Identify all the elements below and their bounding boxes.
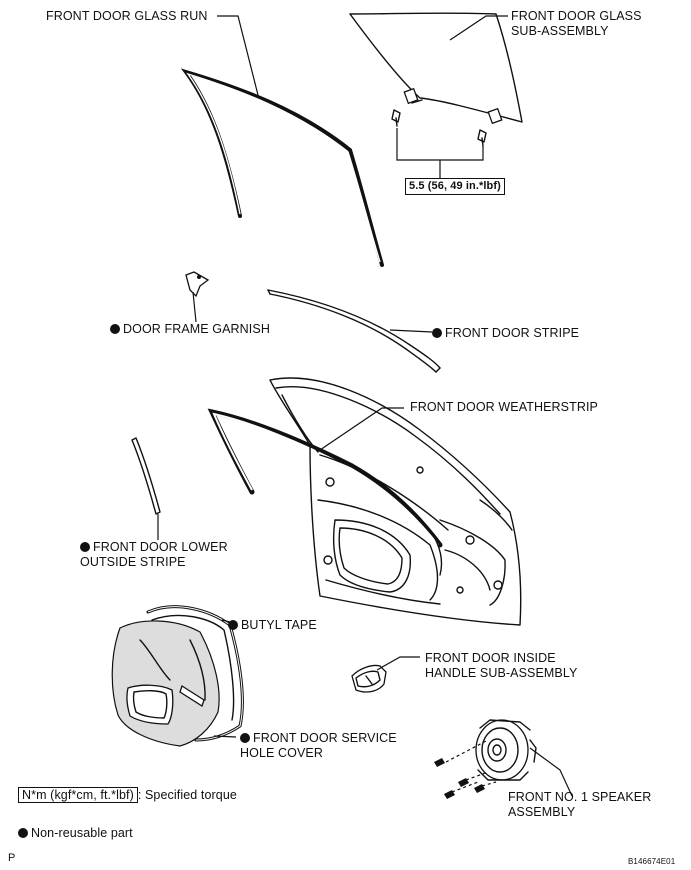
butyl-tape-part <box>146 605 244 742</box>
glass-run-leader <box>217 15 259 96</box>
speaker-leader <box>529 747 573 797</box>
legend-non-reusable: Non-reusable part <box>18 826 133 841</box>
label-service-hole-text: FRONT DOOR SERVICE HOLE COVER <box>240 731 397 760</box>
label-frame-garnish: DOOR FRAME GARNISH <box>110 322 270 337</box>
label-weatherstrip: FRONT DOOR WEATHERSTRIP <box>410 400 598 414</box>
lower-stripe-part <box>131 437 161 515</box>
non-reusable-dot-icon <box>432 328 442 338</box>
label-door-stripe: FRONT DOOR STRIPE <box>432 326 579 341</box>
door-stripe-part <box>267 289 441 373</box>
torque-value-box: 5.5 (56, 49 in.*lbf) <box>405 178 505 195</box>
non-reusable-dot-icon <box>80 542 90 552</box>
torque-bracket <box>396 128 484 161</box>
non-reusable-dot-icon <box>18 828 28 838</box>
service-hole-leader <box>213 735 237 738</box>
inside-handle-leader <box>376 656 420 671</box>
door-stripe-leader <box>389 329 433 333</box>
glass-sub-leader <box>449 15 508 41</box>
non-reusable-dot-icon <box>110 324 120 334</box>
inside-handle-part <box>351 664 387 693</box>
frame-garnish-part <box>185 271 210 298</box>
door-panel-part <box>269 377 522 626</box>
speaker-part <box>475 719 537 781</box>
weatherstrip-leader <box>319 407 404 451</box>
label-door-stripe-text: FRONT DOOR STRIPE <box>445 326 580 340</box>
label-lower-stripe: FRONT DOOR LOWER OUTSIDE STRIPE <box>80 540 228 570</box>
label-lower-stripe-text: FRONT DOOR LOWER OUTSIDE STRIPE <box>80 540 228 569</box>
label-butyl-tape-text: BUTYL TAPE <box>241 618 317 632</box>
glass-run-part <box>180 68 384 267</box>
label-butyl-tape: BUTYL TAPE <box>228 618 317 633</box>
service-hole-cover-part <box>111 620 220 747</box>
non-reusable-dot-icon <box>228 620 238 630</box>
weatherstrip-part <box>207 408 443 548</box>
label-inside-handle: FRONT DOOR INSIDE HANDLE SUB-ASSEMBLY <box>425 651 578 680</box>
page-code: P <box>8 852 16 864</box>
legend-torque: N*m (kgf*cm, ft.*lbf): Specified torque <box>18 787 237 803</box>
label-service-hole-cover: FRONT DOOR SERVICE HOLE COVER <box>240 731 397 761</box>
door-glass-part <box>349 12 523 147</box>
figure-id: B146674E01 <box>628 857 676 866</box>
legend-non-reusable-text: Non-reusable part <box>31 826 133 840</box>
label-frame-garnish-text: DOOR FRAME GARNISH <box>123 322 270 336</box>
label-glass-sub-assembly: FRONT DOOR GLASS SUB-ASSEMBLY <box>511 9 642 38</box>
speaker-screws <box>434 739 497 799</box>
legend-torque-desc: : Specified torque <box>137 788 237 802</box>
frame-garnish-leader <box>192 291 197 323</box>
legend-torque-unit: N*m (kgf*cm, ft.*lbf) <box>18 787 138 803</box>
label-glass-run: FRONT DOOR GLASS RUN <box>46 9 208 23</box>
label-speaker: FRONT NO. 1 SPEAKER ASSEMBLY <box>508 790 652 819</box>
non-reusable-dot-icon <box>240 733 250 743</box>
